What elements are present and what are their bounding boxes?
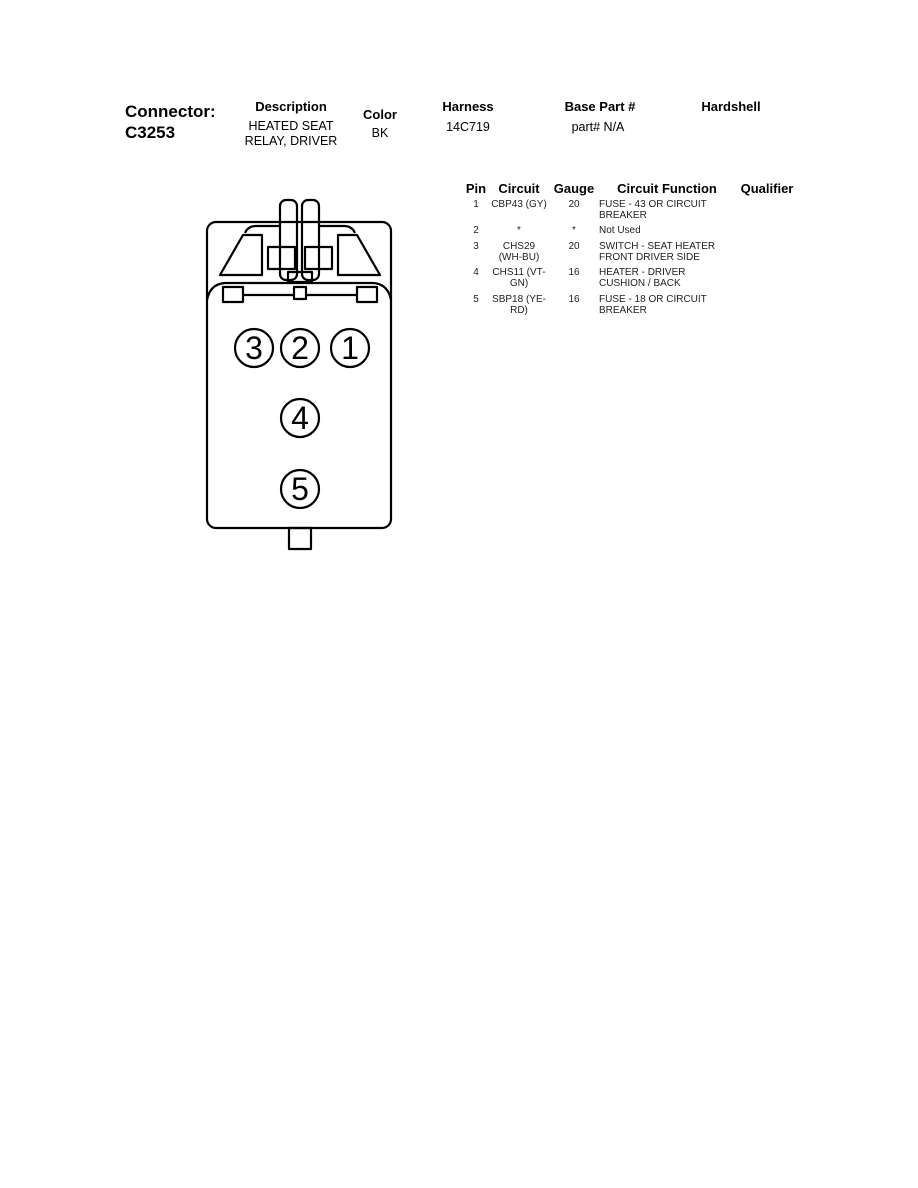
color-label: Color [363,107,397,122]
top-shoulder [243,224,357,234]
pin-2-label: 2 [291,330,309,366]
gauge-cell: 16 [568,267,580,278]
pin-5-circle [279,468,321,510]
side-rib-right [336,233,382,277]
gauge-cell: 16 [568,294,580,305]
pin-cell: 3 [473,241,479,252]
latch-bridge [286,270,314,284]
key-left [221,285,245,304]
description-label: Description [255,99,327,114]
color-value: BK [371,126,389,140]
gauge-cell: 20 [568,199,580,210]
pin-1-circle [329,327,371,369]
pin-cell: 1 [473,199,479,210]
key-center [292,285,308,301]
circuit-cell: SBP18 (YE-RD) [492,294,546,316]
description-line: HEATED SEAT [248,119,334,133]
pin-header: Pin [465,181,487,196]
circuit-cell: CHS11 (VT-GN) [492,267,546,289]
connector-id: C3253 [125,123,176,142]
function-header: Circuit Function [617,181,717,196]
description-line: RELAY, DRIVER [244,134,338,148]
pin-cell: 5 [473,294,479,305]
pin-3-label: 3 [245,330,263,366]
base-part-value: part# N/A [571,120,625,134]
circuit-cell: CHS29(WH-BU) [498,241,540,263]
latch-right [300,198,321,282]
qualifier-header: Qualifier [740,181,794,196]
pin-3-circle [233,327,275,369]
pin-cell: 2 [473,225,479,236]
connector-face-edge [205,281,393,301]
side-rib-left [218,233,264,277]
base-part-label: Base Part # [564,99,636,114]
latch-block-right [303,245,334,271]
pin-4-label: 4 [291,400,309,436]
latch-block-left [266,245,297,271]
harness-value: 14C719 [446,120,490,134]
pin-5-label: 5 [291,471,309,507]
connector-label: Connector: [125,102,216,121]
function-cell: Not Used [599,225,641,236]
gauge-header: Gauge [553,181,595,196]
gauge-cell: 20 [568,241,580,252]
hardshell-label: Hardshell [701,99,761,114]
pin-1-label: 1 [341,330,359,366]
circuit-cell: * [517,225,521,236]
circuit-header: Circuit [498,181,540,196]
key-right [355,285,379,304]
circuit-cell: CBP43 (GY) [491,199,547,210]
pin-4-circle [279,397,321,439]
pin-2-circle [279,327,321,369]
pin-cell: 4 [473,267,479,278]
harness-label: Harness [442,99,494,114]
bottom-tab [287,526,313,551]
gauge-cell: * [572,225,576,236]
